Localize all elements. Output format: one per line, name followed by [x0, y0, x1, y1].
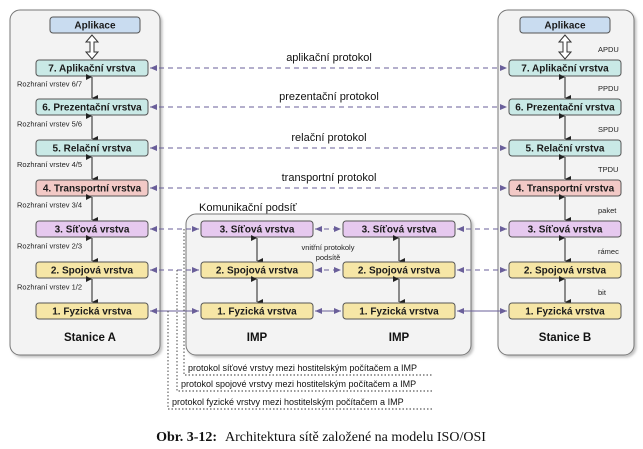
- station-b-pdu-label: bit: [598, 288, 607, 297]
- station-b-layer-label-4: 4. Transportní vrstva: [516, 184, 615, 195]
- station-b-pdu-label: SPDU: [598, 125, 619, 134]
- station-b-name: Stanice B: [539, 332, 591, 344]
- imp-1-label: IMP: [247, 332, 268, 344]
- station-a-layer-label-3: 3. Síťová vrstva: [55, 225, 130, 236]
- station-a-app-label: Aplikace: [74, 21, 116, 32]
- station-b-layer-label-6: 6. Prezentační vrstva: [515, 103, 615, 114]
- station-b-layer-label-3: 3. Síťová vrstva: [528, 225, 603, 236]
- imp-1-layer-label-2: 2. Spojová vrstva: [216, 266, 299, 277]
- station-a-interface-label: Rozhraní vrstev 2/3: [17, 242, 82, 251]
- imp-2-layer-box-1: [342, 302, 456, 320]
- station-a-interface-label: Rozhraní vrstev 5/6: [17, 120, 82, 129]
- station-a-layer-box-1: [35, 302, 149, 320]
- protocol-label: prezentační protokol: [279, 91, 379, 103]
- station-a-app-box: [49, 16, 141, 34]
- imp-2-layer-label-2: 2. Spojová vrstva: [358, 266, 441, 277]
- station-b-layer-label-1: 1. Fyzická vrstva: [525, 307, 605, 318]
- imp-1-layer-box-1: [200, 302, 314, 320]
- host-protocol-bracket: [167, 311, 432, 410]
- station-b-pdu-label: APDU: [598, 45, 619, 54]
- station-b-app-box: [519, 16, 611, 34]
- station-a-app-double-arrow: [84, 34, 100, 60]
- station-b-pdu-label: rámec: [598, 247, 619, 256]
- imp-2-layer-label-3: 3. Síťová vrstva: [362, 225, 437, 236]
- host-protocol-note: protokol síťové vrstvy mezi hostitelským…: [188, 363, 417, 373]
- station-a-interface-label: Rozhraní vrstev 1/2: [17, 283, 82, 292]
- station-a-interface-label: Rozhraní vrstev 4/5: [17, 160, 82, 169]
- station-b-pdu-label: TPDU: [598, 165, 618, 174]
- subnet-note-line-2: podsítě: [316, 253, 341, 262]
- station-b-pdu-label: PPDU: [598, 84, 619, 93]
- station-a-interface-label: Rozhraní vrstev 6/7: [17, 80, 82, 89]
- station-b-layer-label-5: 5. Relační vrstva: [526, 144, 605, 155]
- station-b-layer-box-1: [508, 302, 622, 320]
- protocol-label: transportní protokol: [282, 172, 377, 184]
- host-protocol-note: protokol spojové vrstvy mezi hostitelský…: [181, 379, 416, 389]
- station-a-layer-label-2: 2. Spojová vrstva: [51, 266, 134, 277]
- imp-2-label: IMP: [389, 332, 410, 344]
- station-a-layer-label-4: 4. Transportní vrstva: [43, 184, 142, 195]
- station-a-interface-label: Rozhraní vrstev 3/4: [17, 201, 82, 210]
- host-protocol-note: protokol fyzické vrstvy mezi hostitelský…: [172, 397, 404, 407]
- station-a-layer-label-7: 7. Aplikační vrstva: [48, 64, 136, 75]
- subnet-note-line-1: vnitřní protokoly: [302, 243, 355, 252]
- host-protocol-bracket: [176, 270, 432, 392]
- caption-prefix: Obr. 3-12:: [156, 430, 217, 445]
- protocol-label: relační protokol: [291, 132, 366, 144]
- caption-text: Architektura sítě založené na modelu ISO…: [225, 430, 486, 445]
- subnet-title: Komunikační podsíť: [199, 202, 298, 214]
- station-a-name: Stanice A: [64, 332, 116, 344]
- station-a-layer-label-1: 1. Fyzická vrstva: [52, 307, 132, 318]
- imp-2-layer-label-1: 1. Fyzická vrstva: [359, 307, 439, 318]
- station-b-pdu-label: paket: [598, 206, 617, 215]
- station-b-layer-label-7: 7. Aplikační vrstva: [521, 64, 609, 75]
- station-b-layer-label-2: 2. Spojová vrstva: [524, 266, 607, 277]
- station-a-layer-label-5: 5. Relační vrstva: [53, 144, 132, 155]
- figure-caption: Obr. 3-12: Architektura sítě založené na…: [156, 428, 486, 445]
- station-b-app-double-arrow: [557, 34, 573, 60]
- station-b-app-label: Aplikace: [544, 21, 586, 32]
- protocol-label: aplikační protokol: [286, 52, 372, 64]
- imp-1-layer-label-3: 3. Síťová vrstva: [220, 225, 295, 236]
- imp-1-layer-label-1: 1. Fyzická vrstva: [217, 307, 297, 318]
- station-a-layer-label-6: 6. Prezentační vrstva: [42, 103, 142, 114]
